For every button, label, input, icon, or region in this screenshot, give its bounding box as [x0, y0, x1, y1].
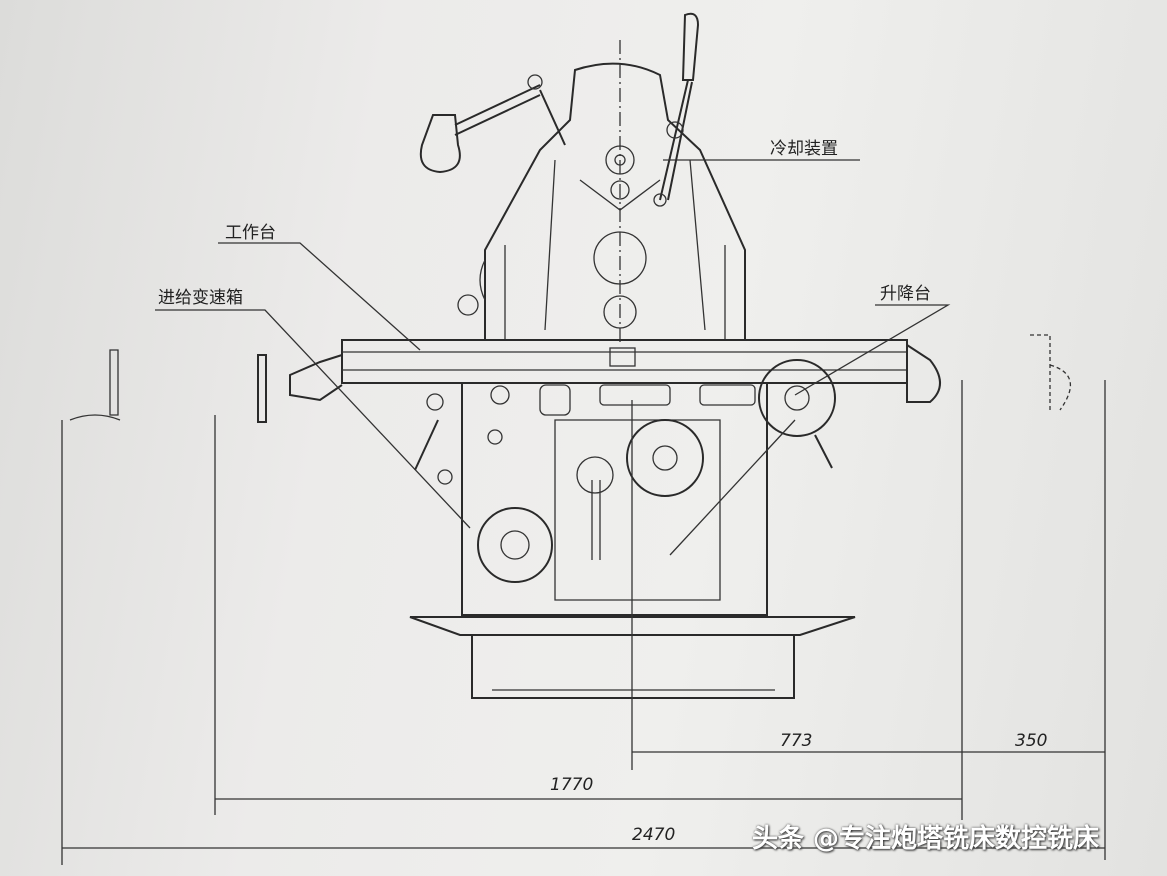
- lamp: [419, 74, 566, 174]
- dimension-lines: [61, 380, 1106, 865]
- handwheel-outlines: [69, 334, 1072, 421]
- column: [457, 40, 746, 345]
- watermark: 头条 @专注炮塔铣床数控铣床: [752, 824, 1100, 854]
- dim-1770: 1770: [550, 775, 593, 795]
- work-table: [257, 339, 941, 423]
- label-feed-gearbox: 进给变速箱: [158, 288, 243, 308]
- knee-body: [414, 359, 836, 616]
- dim-773: 773: [780, 731, 812, 751]
- label-knee: 升降台: [880, 284, 931, 304]
- lever: [653, 12, 700, 207]
- dim-350: 350: [1015, 731, 1047, 751]
- dim-2470: 2470: [632, 825, 675, 845]
- leaders: [155, 159, 951, 556]
- base: [409, 616, 856, 699]
- label-coolant: 冷却装置: [770, 139, 838, 159]
- label-table: 工作台: [225, 223, 276, 243]
